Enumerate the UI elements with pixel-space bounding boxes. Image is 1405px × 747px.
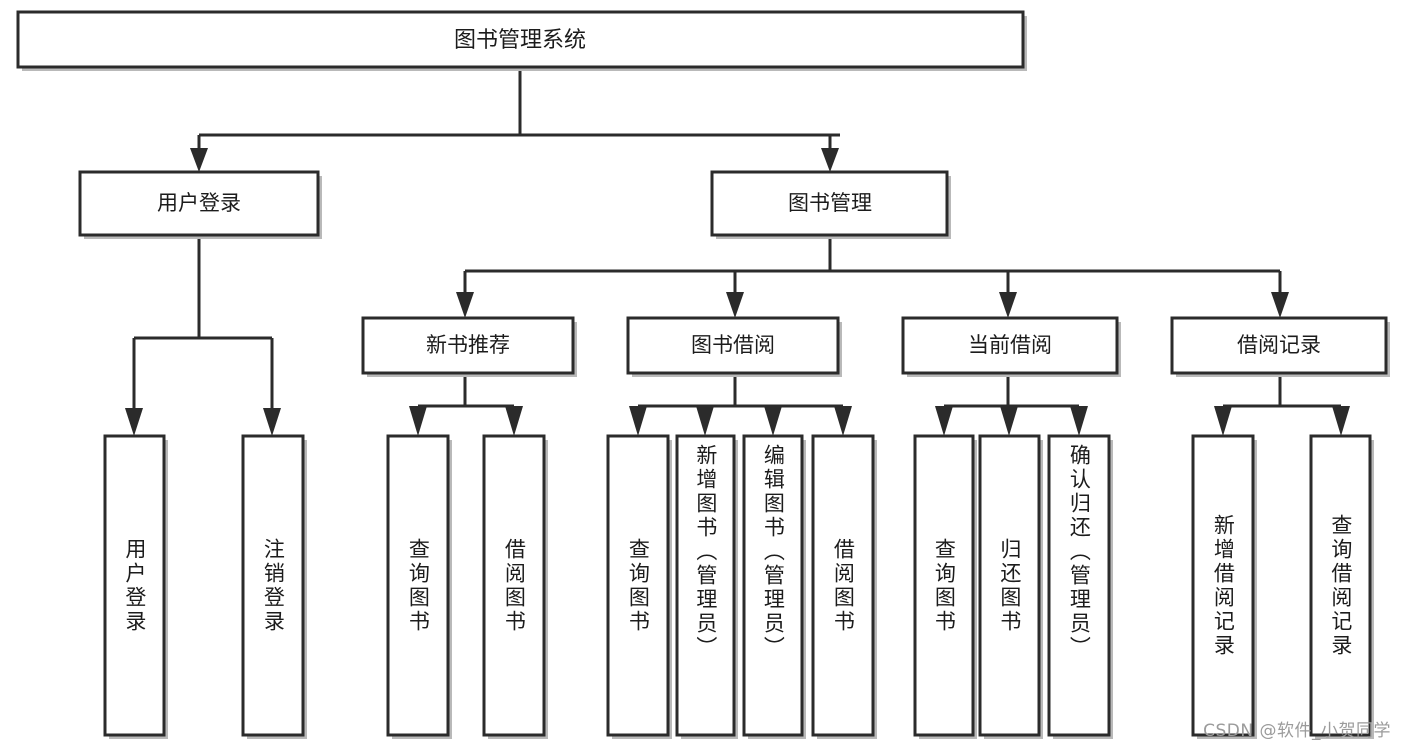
node-book-manage[interactable]: 图书管理	[710, 170, 951, 239]
book-manage-label: 图书管理	[788, 191, 872, 215]
current-borrow-label: 当前借阅	[968, 333, 1052, 357]
node-user-login[interactable]: 用户登录	[78, 170, 322, 239]
arrowhead-leaf-query-book-2	[629, 406, 647, 436]
leaf-user-login-box[interactable]	[103, 434, 166, 737]
arrowhead-current-borrow	[999, 292, 1017, 318]
leaf-borrow-book-1-box[interactable]	[482, 434, 546, 737]
leaf-box-layer	[103, 434, 1374, 739]
arrowhead-leaf-add-book	[696, 406, 714, 436]
book-borrow-label: 图书借阅	[691, 333, 775, 357]
leaf-query-book-2-box[interactable]	[606, 434, 670, 737]
book-borrow-box	[626, 316, 840, 375]
node-root[interactable]: 图书管理系统	[16, 10, 1027, 71]
node-book-borrow[interactable]: 图书借阅	[626, 316, 842, 377]
arrowhead-book-manage	[821, 148, 839, 172]
arrowhead-leaf-query-record	[1332, 406, 1350, 436]
arrowhead-leaf-return-book	[1000, 406, 1018, 436]
node-new-book-rec[interactable]: 新书推荐	[361, 316, 577, 377]
new-book-rec-label: 新书推荐	[426, 333, 510, 357]
leaf-edit-book-box[interactable]	[742, 434, 804, 737]
leaf-query-book-1-box[interactable]	[386, 434, 450, 737]
user-login-box	[78, 170, 320, 237]
arrowhead-new-book-rec	[456, 292, 474, 318]
leaf-query-record-box[interactable]	[1309, 434, 1372, 737]
leaf-query-book-3-box[interactable]	[913, 434, 975, 737]
leaf-return-book-box[interactable]	[978, 434, 1041, 737]
borrow-record-box	[1170, 316, 1388, 375]
book-manage-box	[710, 170, 949, 237]
root-box	[16, 10, 1025, 69]
arrowhead-leaf-query-book-1	[409, 406, 427, 436]
leaf-logout-box[interactable]	[241, 434, 305, 737]
borrow-record-label: 借阅记录	[1237, 333, 1321, 357]
connector-layer	[125, 67, 1350, 436]
leaf-add-book-box[interactable]	[675, 434, 736, 737]
arrowhead-leaf-edit-book	[764, 406, 782, 436]
leaf-borrow-book-2-box[interactable]	[811, 434, 875, 737]
arrowhead-leaf-borrow-book-1	[505, 406, 523, 436]
arrowhead-leaf-logout	[263, 408, 281, 436]
leaf-add-record-box[interactable]	[1191, 434, 1255, 737]
arrowhead-leaf-borrow-book-2	[834, 406, 852, 436]
arrowhead-leaf-user-login	[125, 408, 143, 436]
arrowhead-leaf-query-book-3	[935, 406, 953, 436]
node-borrow-record[interactable]: 借阅记录	[1170, 316, 1390, 377]
root-label: 图书管理系统	[454, 28, 586, 53]
arrowhead-borrow-record	[1271, 292, 1289, 318]
arrowhead-user-login	[190, 148, 208, 172]
arrowhead-leaf-confirm-return	[1070, 406, 1088, 436]
current-borrow-box	[901, 316, 1119, 375]
leaf-confirm-return-box[interactable]	[1047, 434, 1111, 737]
user-login-label: 用户登录	[157, 191, 241, 215]
arrowhead-book-borrow	[726, 292, 744, 318]
node-current-borrow[interactable]: 当前借阅	[901, 316, 1121, 377]
new-book-rec-box	[361, 316, 575, 375]
csdn-watermark: CSDN @软件_小贺同学	[1203, 721, 1391, 741]
arrowhead-leaf-add-record	[1214, 406, 1232, 436]
